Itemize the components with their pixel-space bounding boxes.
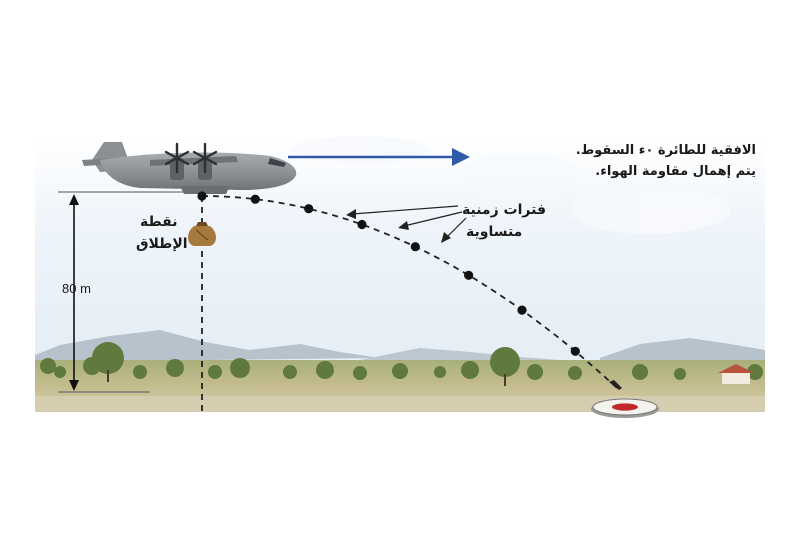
height-arrow bbox=[69, 194, 79, 391]
equal-intervals-label: فترات زمنية bbox=[462, 202, 546, 218]
trajectory-dot bbox=[250, 194, 260, 204]
note-line-2: يتم إهمال مقاومة الهواء. bbox=[595, 164, 756, 179]
dirt-strip bbox=[35, 396, 765, 412]
supply-bag-icon bbox=[188, 222, 216, 246]
trajectory-dot bbox=[464, 270, 474, 280]
farmhouse bbox=[718, 364, 754, 384]
note-line-1: الافقية للطائرة ٠ء السقوط. bbox=[575, 143, 756, 158]
target-icon bbox=[591, 398, 659, 418]
trajectory-dot bbox=[357, 219, 367, 230]
trees bbox=[40, 342, 763, 380]
trajectory-dot bbox=[197, 191, 207, 201]
trajectory-dot bbox=[410, 242, 420, 252]
trajectory-dot bbox=[517, 305, 527, 315]
height-label: 80 m bbox=[62, 281, 91, 296]
aircraft-icon bbox=[82, 142, 297, 194]
velocity-arrow bbox=[288, 148, 470, 166]
trajectory-arrowhead bbox=[609, 380, 622, 390]
release-point-label: نقطة bbox=[140, 214, 178, 230]
tree-trunks bbox=[107, 370, 506, 386]
equal-intervals-label-2: متساوية bbox=[466, 224, 523, 240]
clouds bbox=[290, 136, 730, 234]
trajectory-dot bbox=[304, 204, 314, 214]
trajectory-dot bbox=[570, 346, 580, 356]
release-point-label-2: الإطلاق bbox=[136, 236, 188, 252]
label-pointer-arrows bbox=[346, 205, 467, 243]
trajectory-dots bbox=[197, 191, 580, 356]
trajectory-curve bbox=[201, 195, 618, 389]
